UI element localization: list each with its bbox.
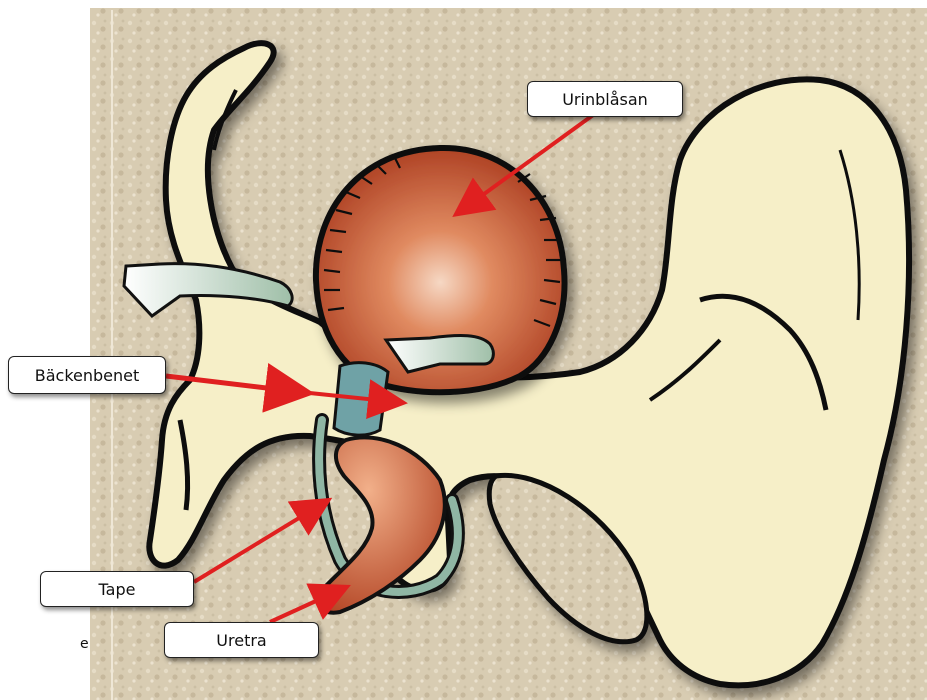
stray-text: e xyxy=(80,636,89,652)
label-tape: Tape xyxy=(40,571,194,607)
label-urethra: Uretra xyxy=(164,622,319,658)
label-pelvic-bone: Bäckenbenet xyxy=(8,356,166,394)
label-bladder: Urinblåsan xyxy=(527,81,683,117)
